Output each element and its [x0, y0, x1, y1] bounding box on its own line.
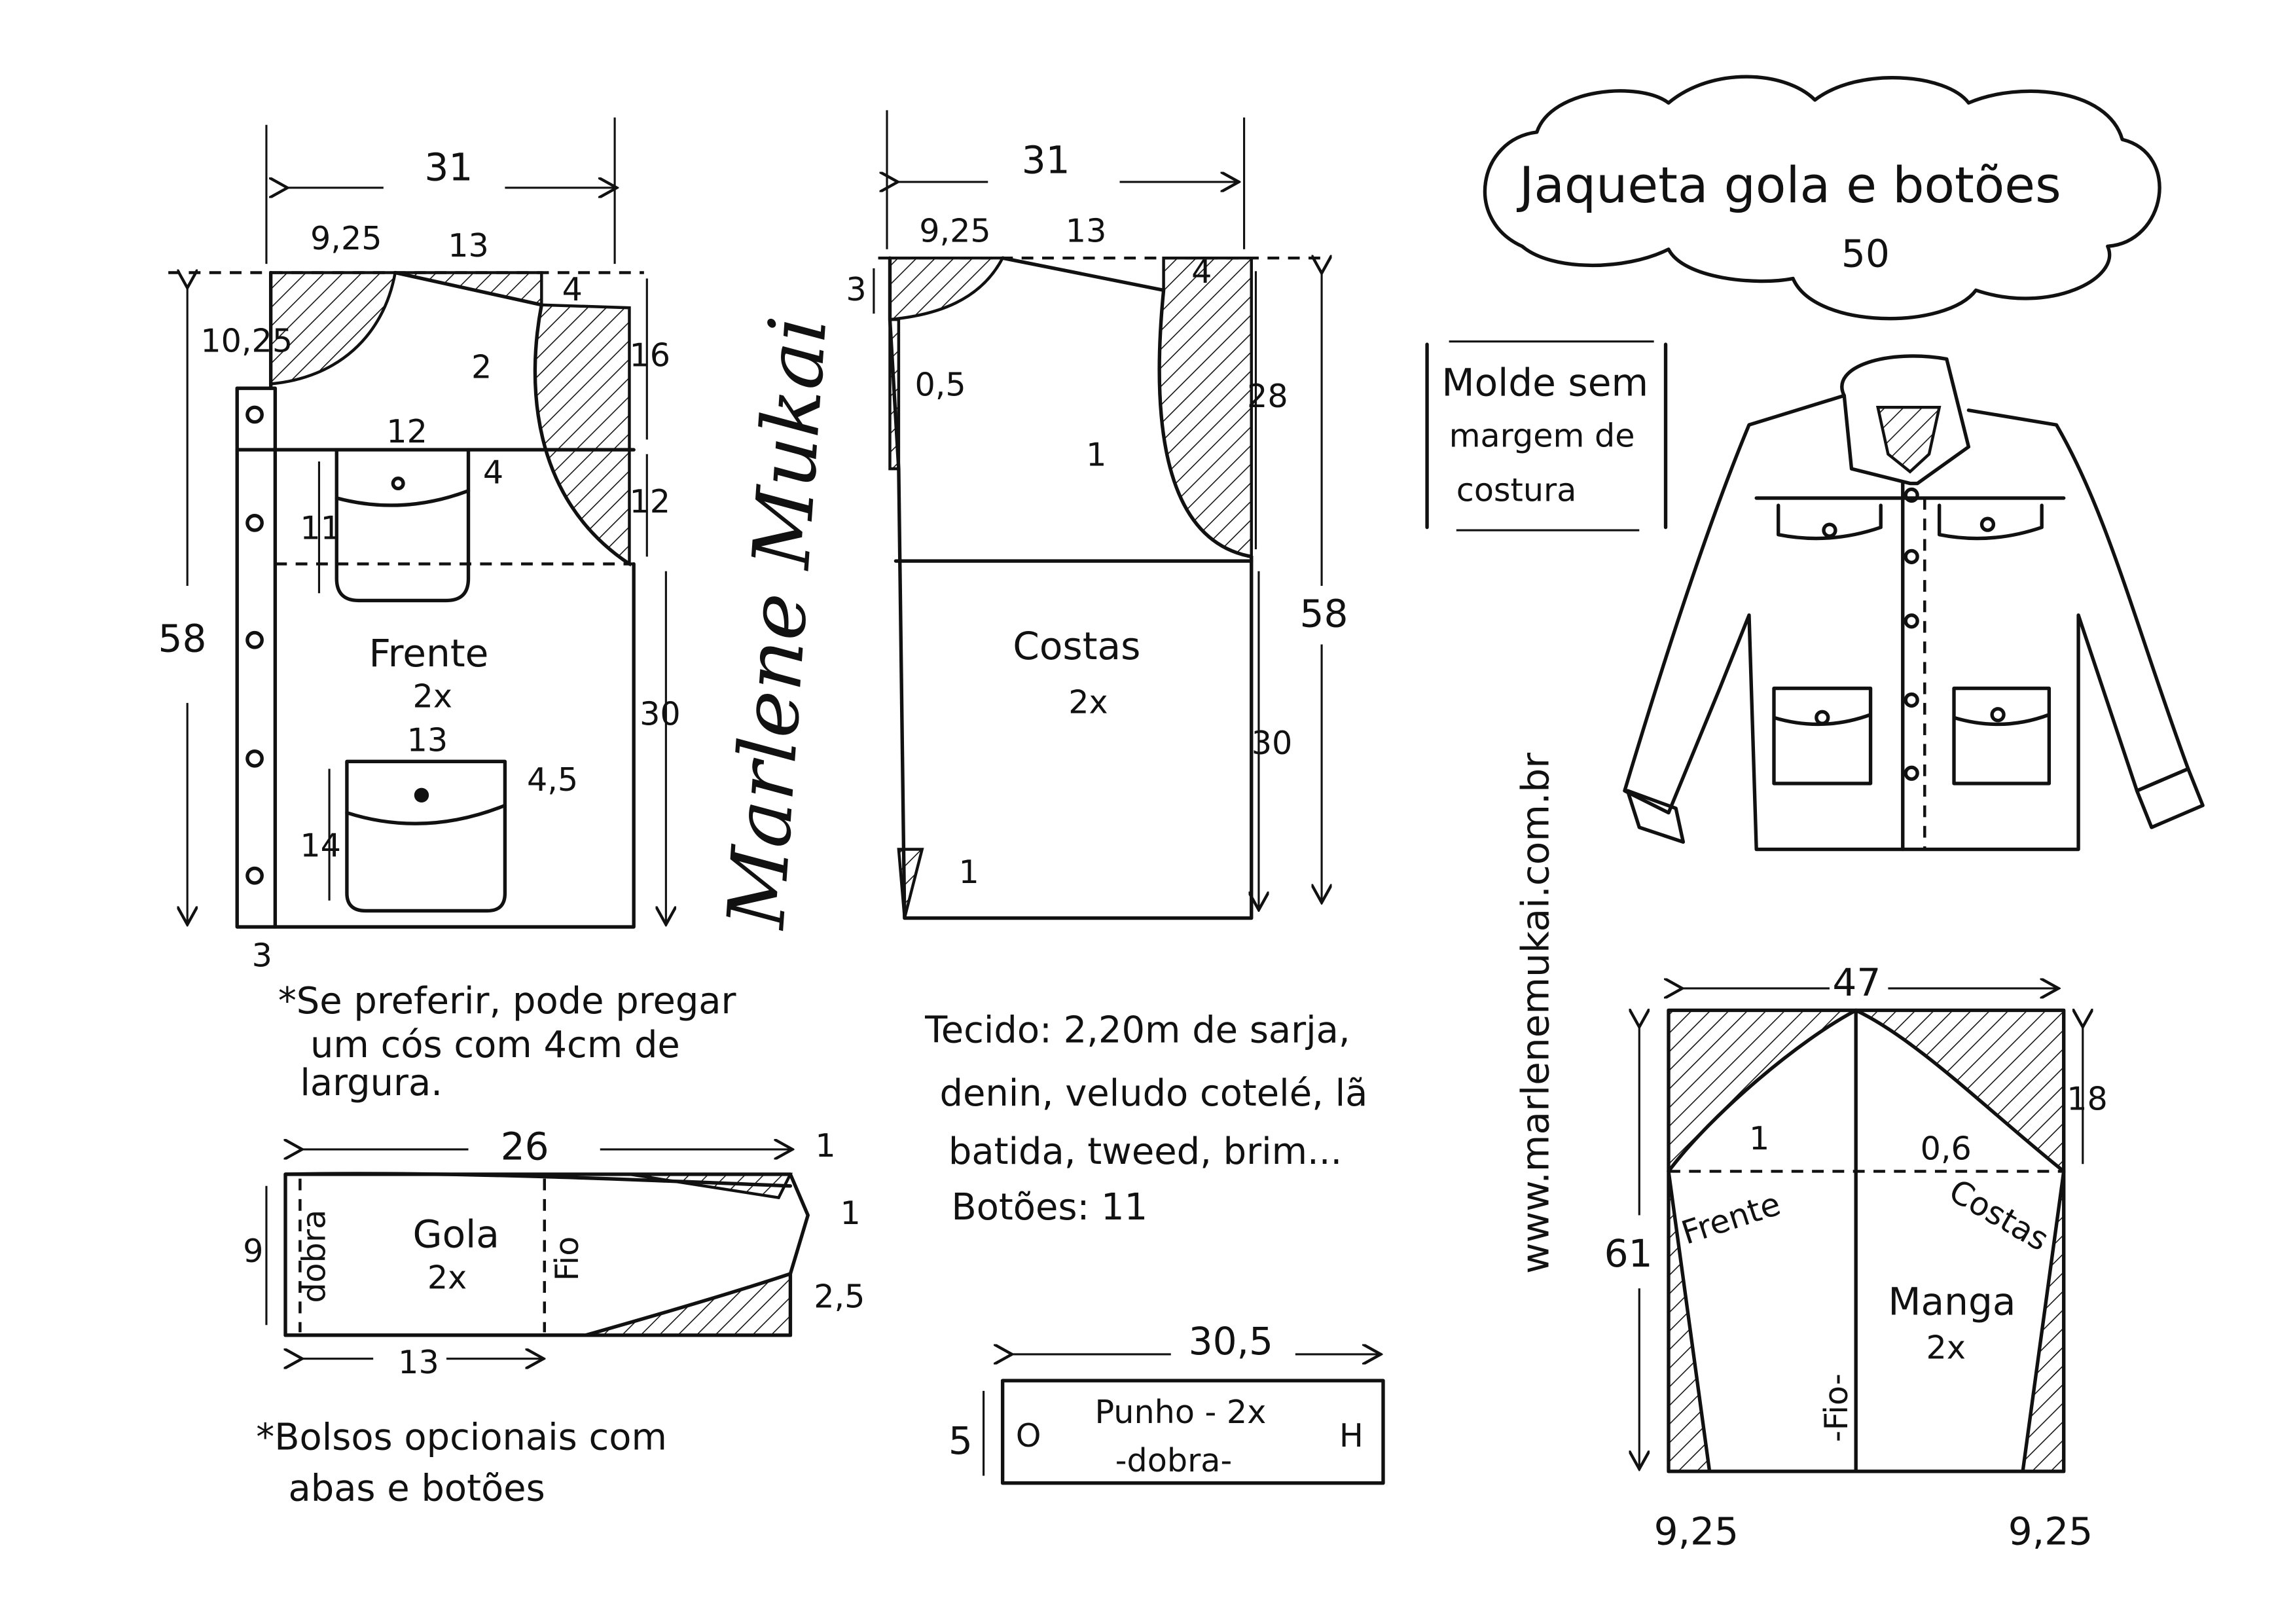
cuff-height-label: 5 — [949, 1418, 973, 1463]
back-width-label: 31 — [1022, 137, 1070, 182]
back-qty: 2x — [1068, 683, 1108, 721]
collar-tip-height-label: 2,5 — [814, 1277, 865, 1315]
collar-tip-label: 1 — [840, 1194, 860, 1232]
title-cloud: Jaqueta gola e botões 50 — [1483, 75, 2161, 321]
size-label: 50 — [1841, 232, 1890, 276]
front-lower-height-label: 12 — [629, 482, 670, 520]
collar-piece: 26 1 9 dobra Gola 2x Fio 1 2,5 13 — [243, 1125, 865, 1381]
cuff-width-label: 30,5 — [1189, 1319, 1273, 1363]
sleeve-label: Manga — [1888, 1280, 2015, 1324]
back-length-label: 58 — [1300, 592, 1348, 636]
front-pocket-bottom-width-label: 13 — [407, 721, 448, 759]
collar-corner-label: 1 — [815, 1127, 835, 1164]
sleeve-hem-left-label: 9,25 — [1654, 1509, 1739, 1554]
front-length-label: 58 — [158, 617, 206, 661]
front-width-label: 31 — [424, 145, 473, 190]
back-shoulder-label: 13 — [1066, 212, 1107, 250]
signature: Marlene Mukai — [710, 314, 844, 933]
front-note-line: um cós com 4cm de — [310, 1024, 680, 1066]
front-shoulder-label: 13 — [448, 226, 489, 264]
front-pocket-top-flap-label: 4 — [483, 454, 503, 492]
buttons-count: Botões: 11 — [951, 1186, 1148, 1229]
front-neck-label: 9,25 — [310, 219, 382, 257]
collar-length-label: 26 — [501, 1125, 549, 1169]
back-side-offset-label: 1 — [959, 853, 979, 891]
back-armhole-height-label: 28 — [1247, 377, 1288, 415]
sleeve-back-offset-label: 0,6 — [1921, 1130, 1972, 1168]
back-neck-depth-label: 3 — [846, 270, 866, 308]
website: www.marlenemukai.com.br — [1513, 753, 1558, 1274]
front-pocket-top-height-label: 11 — [300, 509, 341, 547]
collar-fold-label: dobra — [295, 1210, 333, 1303]
front-hem-height-label: 30 — [640, 695, 681, 732]
note-line: margem de — [1449, 417, 1635, 455]
back-armhole-offset-label: 1 — [1086, 436, 1106, 474]
pockets-note-line: abas e botões — [288, 1468, 545, 1510]
front-pocket-bottom-flap-label: 4,5 — [527, 761, 578, 799]
front-button-marks — [245, 405, 264, 885]
sleeve-piece: 47 18 1 0,6 Frente Costas 61 Manga 2x -F… — [1604, 960, 2108, 1553]
front-armhole-offset-label: 2 — [471, 348, 492, 386]
back-piece: 31 9,25 13 4 3 0,5 28 1 Costas 2x 58 30 … — [846, 110, 1348, 920]
front-pocket-top-width-label: 12 — [386, 412, 427, 450]
fabric-line: Tecido: 2,20m de sarja, — [924, 1009, 1350, 1052]
page-title: Jaqueta gola e botões — [1517, 156, 2061, 214]
collar-qty: 2x — [427, 1258, 467, 1296]
fabric-info: Tecido: 2,20m de sarja, denin, veludo co… — [924, 1009, 1367, 1229]
back-shoulder-drop-label: 4 — [1191, 253, 1212, 291]
front-note-line: largura. — [300, 1062, 443, 1104]
front-shoulder-drop-label: 4 — [562, 270, 583, 308]
front-neck-depth-label: 10,25 — [200, 321, 293, 359]
front-qty: 2x — [413, 677, 452, 715]
front-note-line: *Se preferir, pode pregar — [278, 980, 736, 1022]
front-label: Frente — [369, 631, 488, 676]
cuff-hole-mark: H — [1339, 1416, 1364, 1454]
cuff-button-mark: O — [1016, 1416, 1041, 1454]
jacket-illustration — [1623, 354, 2205, 852]
sleeve-hem-right-label: 9,25 — [2008, 1509, 2093, 1554]
front-armhole-height-label: 16 — [629, 336, 670, 374]
sleeve-width-label: 47 — [1832, 960, 1881, 1005]
sleeve-back-label: Costas — [1943, 1172, 2055, 1259]
fabric-line: batida, tweed, brim... — [949, 1130, 1342, 1173]
collar-half-label: 13 — [398, 1343, 439, 1381]
cuff-fold-label: -dobra- — [1115, 1441, 1232, 1479]
back-neck-offset-label: 0,5 — [914, 365, 966, 403]
front-pocket-bottom-height-label: 14 — [300, 827, 341, 865]
sleeve-length-label: 61 — [1604, 1231, 1653, 1276]
sleeve-cap-height-label: 18 — [2067, 1080, 2108, 1118]
note-line: costura — [1456, 471, 1577, 509]
cuff-label: Punho - 2x — [1095, 1393, 1267, 1431]
sleeve-qty: 2x — [1926, 1329, 1966, 1367]
sleeve-front-label: Frente — [1677, 1185, 1785, 1252]
back-neck-label: 9,25 — [919, 212, 991, 250]
note-line: Molde sem — [1441, 360, 1648, 405]
collar-label: Gola — [413, 1212, 499, 1257]
fabric-line: denin, veludo cotelé, lã — [939, 1072, 1367, 1115]
front-piece: 31 9,25 13 4 10,25 2 16 12 4 11 12 58 Fr… — [158, 117, 681, 974]
back-label: Costas — [1013, 624, 1140, 668]
sleeve-front-offset-label: 1 — [1749, 1119, 1769, 1157]
pockets-note-line: *Bolsos opcionais com — [256, 1416, 667, 1458]
collar-grain-label: Fio — [548, 1236, 586, 1281]
cuff-piece: 30,5 5 O Punho - 2x -dobra- H — [949, 1319, 1385, 1485]
back-hem-height-label: 30 — [1252, 724, 1293, 762]
collar-height-label: 9 — [243, 1232, 263, 1270]
molde-note-box: Molde sem margem de costura — [1425, 340, 1668, 532]
front-placket-label: 3 — [252, 936, 272, 974]
sleeve-grain-label: -Fio- — [1817, 1373, 1855, 1442]
